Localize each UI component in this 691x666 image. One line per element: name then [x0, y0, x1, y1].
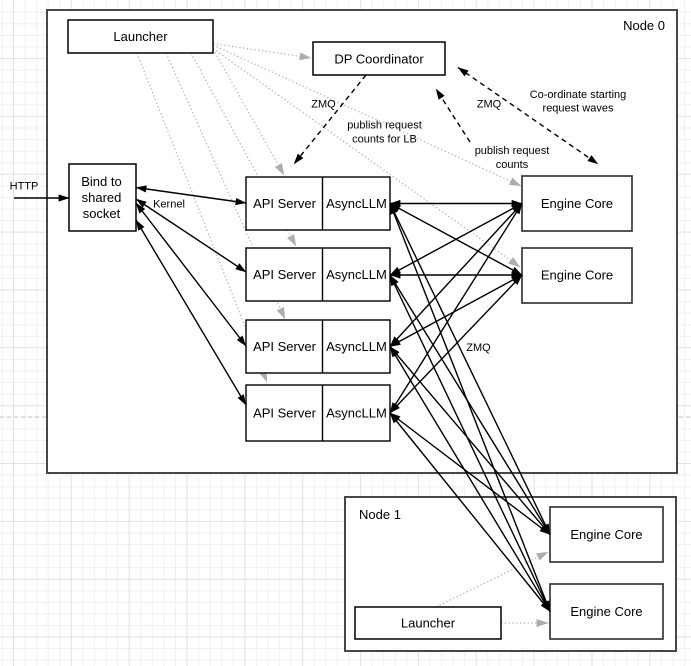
svg-text:ZMQ: ZMQ	[477, 99, 502, 111]
svg-text:shared: shared	[82, 190, 122, 205]
svg-text:counts for LB: counts for LB	[352, 134, 417, 146]
svg-text:AsyncLLM: AsyncLLM	[326, 339, 387, 354]
svg-text:API Server: API Server	[253, 339, 317, 354]
svg-text:API Server: API Server	[253, 406, 317, 421]
svg-text:DP Coordinator: DP Coordinator	[334, 52, 424, 67]
svg-text:Launcher: Launcher	[113, 29, 168, 44]
svg-text:Engine Core: Engine Core	[570, 527, 642, 542]
svg-text:Engine Core: Engine Core	[541, 196, 613, 211]
svg-text:Launcher: Launcher	[401, 616, 456, 631]
svg-text:counts: counts	[496, 159, 529, 171]
svg-text:API Server: API Server	[253, 267, 317, 282]
svg-text:ZMQ: ZMQ	[466, 342, 491, 354]
svg-text:socket: socket	[83, 206, 121, 221]
svg-text:HTTP: HTTP	[10, 181, 39, 193]
svg-text:publish request: publish request	[475, 145, 550, 157]
svg-text:AsyncLLM: AsyncLLM	[326, 406, 387, 421]
svg-text:API Server: API Server	[253, 196, 317, 211]
svg-text:AsyncLLM: AsyncLLM	[326, 196, 387, 211]
svg-text:Co-ordinate starting: Co-ordinate starting	[530, 89, 627, 101]
svg-text:Bind to: Bind to	[81, 174, 121, 189]
svg-text:Engine Core: Engine Core	[570, 604, 642, 619]
svg-text:Node 1: Node 1	[359, 507, 401, 522]
svg-text:publish request: publish request	[347, 120, 422, 132]
svg-text:Node 0: Node 0	[623, 18, 665, 33]
svg-text:Engine Core: Engine Core	[541, 268, 613, 283]
svg-text:ZMQ: ZMQ	[311, 99, 336, 111]
svg-text:Kernel: Kernel	[153, 199, 185, 211]
svg-text:request waves: request waves	[543, 103, 614, 115]
svg-text:AsyncLLM: AsyncLLM	[326, 267, 387, 282]
